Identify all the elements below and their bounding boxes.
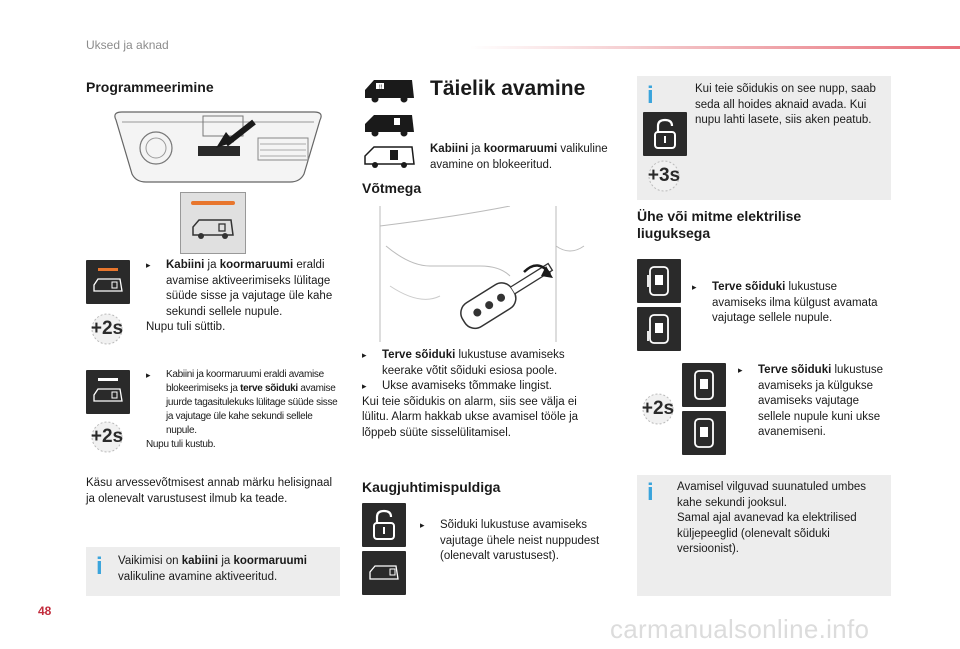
bullet-marker: ▸ (146, 370, 151, 380)
sliding-door-icon (694, 370, 714, 400)
car-door-key-icon (379, 206, 585, 342)
bullet-marker: ▸ (692, 282, 697, 292)
sliding-door-title: Ühe või mitme elektrilise liuguksega (637, 208, 802, 241)
sliding-door-icon (694, 418, 714, 448)
bullet-unlock-open-door: ▸Terve sõiduki lukustuse avamiseks ja kü… (738, 364, 884, 438)
key-subtitle: Võtmega (362, 180, 422, 196)
bullet-marker: ▸ (362, 381, 367, 391)
watermark: carmanualsonline.info (610, 614, 870, 644)
van-icon (93, 278, 123, 292)
unlock-open-door-button (682, 411, 726, 455)
sliding-door-icon (647, 314, 669, 344)
led-indicator (98, 378, 118, 381)
header-line (470, 46, 960, 49)
programming-title: Programmeerimine (86, 79, 214, 95)
van-icon (369, 565, 399, 580)
bullet-enable-separate: ▸Kabiini ja koormaruumi eraldi avamise a… (146, 259, 333, 333)
unlock-no-door-button (637, 259, 681, 303)
info-text: Vaikimisi on kabiini ja koormaruumi vali… (118, 555, 307, 583)
cabin-cargo-button (86, 260, 130, 304)
van-icon (364, 146, 415, 168)
lock-open-icon (373, 509, 395, 540)
bullet-unlock-no-door: ▸Terve sõiduki lukustuse avamiseks ilma … (692, 281, 878, 324)
van-icon: !! (365, 80, 414, 103)
section-header: Uksed ja aknad (86, 38, 169, 52)
bullet-marker: ▸ (146, 260, 151, 270)
button-closeup (180, 192, 246, 254)
info-text: Kui teie sõidukis on see nupp, saab seda… (695, 83, 876, 126)
van-icon (365, 115, 414, 137)
info-icon: i (647, 82, 654, 109)
remote-subtitle: Kaugjuhtimispuldiga (362, 479, 501, 495)
info-icon: i (647, 479, 654, 506)
led-indicator (191, 201, 235, 205)
timer-icon: +3s (643, 159, 685, 193)
cabin-cargo-button (86, 370, 130, 414)
info-icon: i (96, 553, 103, 580)
led-indicator (98, 268, 118, 271)
bullet-marker: ▸ (362, 350, 367, 360)
unlock-no-door-button (637, 307, 681, 351)
info-box-indicators: i Avamisel vilguvad suunatuled umbes kah… (637, 475, 891, 596)
van-icon (192, 219, 234, 239)
sliding-door-icon (647, 266, 669, 296)
bullet-marker: ▸ (738, 365, 743, 375)
unlock-button (362, 503, 406, 547)
feedback-note: Käsu arvessevõtmisest annab märku helisi… (86, 477, 333, 505)
info-text: Avamisel vilguvad suunatuled umbes kahe … (677, 481, 867, 555)
van-icon (93, 388, 123, 402)
key-instructions: ▸Terve sõiduki lukustuse avamiseks keera… (362, 349, 579, 439)
dashboard-icon (114, 111, 322, 183)
unlock-open-door-button (682, 363, 726, 407)
full-unlock-title: Täielik avamine (430, 77, 586, 100)
svg-text:!!: !! (379, 85, 383, 91)
info-box-default: i Vaikimisi on kabiini ja koormaruumi va… (86, 547, 340, 596)
bullet-marker: ▸ (420, 520, 425, 530)
lock-open-icon (654, 118, 676, 149)
blocked-status: Kabiini ja koormaruumi valikuline avamin… (430, 143, 608, 171)
page-number: 48 (38, 604, 52, 618)
remote-instructions: ▸Sõiduki lukustuse avamiseks vajutage üh… (420, 519, 600, 562)
info-box-window: i +3s Kui teie sõidukis on see nupp, saa… (637, 76, 891, 200)
bullet-disable-separate: ▸Kabiini ja koormaruumi eraldi avamise b… (146, 369, 338, 450)
timer-icon: +2s (637, 392, 679, 426)
unlock-button (643, 112, 687, 156)
timer-icon: +2s (86, 420, 128, 454)
timer-icon: +2s (86, 312, 128, 346)
cargo-unlock-button (362, 551, 406, 595)
